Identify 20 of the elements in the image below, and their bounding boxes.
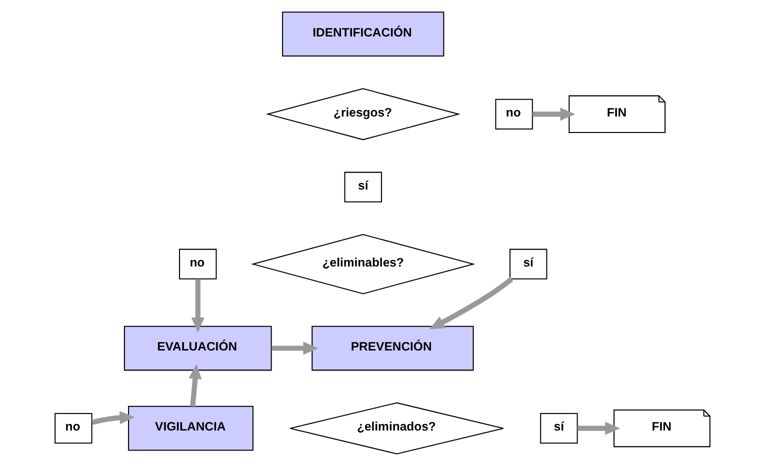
node-box: no (54, 413, 92, 444)
node-diamond: ¿eliminables? (251, 234, 476, 294)
arrow (272, 342, 318, 355)
node-box: EVALUACIÓN (124, 326, 272, 371)
node-box: PREVENCIÓN (312, 326, 474, 371)
arrow (92, 411, 135, 425)
arrow (188, 364, 202, 407)
node-diamond: ¿eliminados? (290, 402, 504, 454)
node-diamond: ¿riesgos? (266, 88, 460, 140)
node-box: no (179, 248, 217, 280)
arrow (429, 277, 514, 330)
arrow (577, 422, 620, 435)
node-box: sí (510, 248, 548, 280)
node-box: IDENTIFICACIÓN (282, 12, 444, 57)
arrow (191, 279, 204, 332)
arrow (532, 108, 576, 121)
node-box: no (495, 98, 533, 130)
node-box: sí (344, 172, 382, 202)
node-box: sí (540, 413, 578, 444)
node-box: VIGILANCIA (128, 406, 254, 451)
